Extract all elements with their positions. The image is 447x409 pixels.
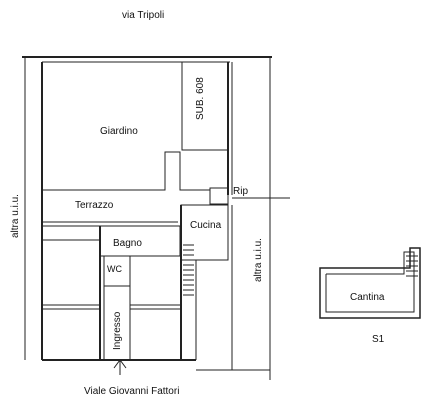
level-label: S1 — [372, 334, 385, 345]
street-bottom-label: Viale Giovanni Fattori — [84, 386, 180, 397]
wc-label: WC — [107, 264, 122, 274]
stair-hatch — [183, 244, 194, 296]
sub-608-label: SUB. 608 — [195, 77, 238, 131]
rip-label: Rip — [233, 186, 249, 197]
right-side-text: altra u.i.u. — [253, 238, 264, 282]
cucina-room — [180, 204, 229, 261]
bagno-label: Bagno — [113, 238, 142, 249]
terrazzo-label: Terrazzo — [75, 200, 114, 211]
right-side-label: altra u.i.u. — [253, 238, 297, 293]
street-top-label: via Tripoli — [122, 10, 165, 21]
sub-608-text: SUB. 608 — [195, 77, 206, 120]
ingresso-label: Ingresso — [112, 312, 150, 361]
left-side-label: altra u.i.u. — [10, 194, 54, 249]
cantina-label: Cantina — [350, 292, 385, 303]
left-side-text: altra u.i.u. — [10, 194, 21, 238]
entrance-arrow — [113, 359, 127, 375]
sub-608-room — [181, 61, 229, 151]
cantina-room — [319, 247, 421, 319]
giardino-label: Giardino — [100, 126, 138, 137]
cucina-label: Cucina — [190, 220, 222, 231]
ingresso-text: Ingresso — [112, 311, 123, 350]
wc-room — [103, 255, 131, 287]
cellar-stairs — [406, 255, 418, 277]
